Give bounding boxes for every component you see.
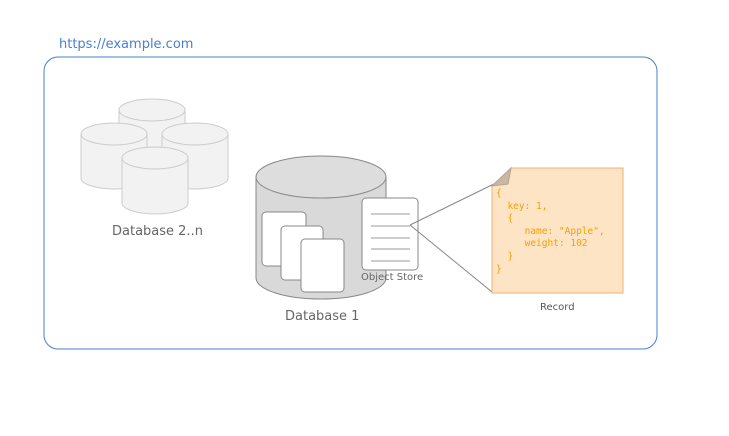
object-store-label: Object Store xyxy=(361,272,424,283)
object-store-document xyxy=(361,197,419,271)
record-code-line: { xyxy=(496,188,502,199)
record-label: Record xyxy=(540,302,575,313)
record-code-line: weight: 102 xyxy=(496,238,588,250)
record-code-line: name: "Apple", xyxy=(496,225,605,237)
database-2-n-label: Database 2..n xyxy=(112,224,203,239)
record-callout-lines xyxy=(409,180,501,293)
record-code-line: key: 1, xyxy=(496,200,548,212)
object-store-stack xyxy=(261,211,345,293)
record-code-line: } xyxy=(496,250,514,262)
database-2-n-cluster xyxy=(80,98,229,215)
origin-url: https://example.com xyxy=(59,37,194,52)
record-code-line: } xyxy=(496,263,502,275)
database-1-label: Database 1 xyxy=(285,309,360,324)
record-code: { key: 1, { name: "Apple", weight: 102 }… xyxy=(496,188,605,276)
stack-document-3 xyxy=(300,238,345,293)
record-note xyxy=(490,166,624,294)
origin-box xyxy=(43,56,658,350)
record-code-line: { xyxy=(496,213,514,225)
record-note-fold xyxy=(490,166,512,187)
faded-cylinder-front xyxy=(121,146,189,215)
